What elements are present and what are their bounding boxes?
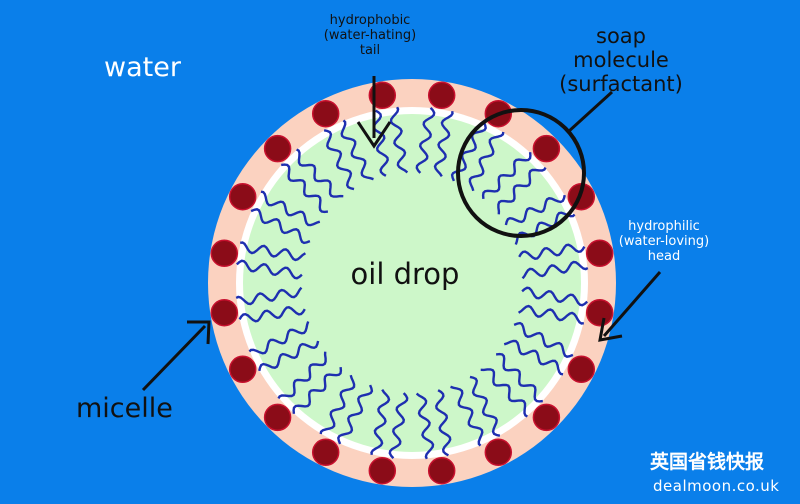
hydrophobic-tail bbox=[480, 368, 528, 418]
hydrophilic-head bbox=[567, 355, 596, 384]
hydrophobic-tail bbox=[319, 374, 356, 435]
water-label: water bbox=[104, 52, 181, 83]
micelle-arrow bbox=[141, 320, 211, 392]
hydrophilic-head bbox=[532, 134, 561, 163]
hydrophobic-tail bbox=[513, 321, 574, 358]
hydrophobic-tail bbox=[235, 286, 303, 306]
hydrophobic-tail bbox=[238, 306, 306, 323]
hydrophilic-head bbox=[311, 99, 340, 128]
hydrophilic-head bbox=[484, 438, 513, 467]
hydrophobic-tail bbox=[415, 106, 436, 174]
oil-drop-label: oil drop bbox=[350, 257, 460, 291]
hydrophobic-tail bbox=[450, 385, 484, 447]
hydrophobic-tail bbox=[389, 106, 409, 174]
soap-label-line-1: soap bbox=[596, 24, 646, 48]
hydrophobic-tail bbox=[296, 148, 344, 198]
hydrophilic-head-label: hydrophilic (water-loving) head bbox=[594, 219, 734, 265]
hydrophilic-head bbox=[427, 456, 456, 485]
hydrophilic-head bbox=[228, 355, 257, 384]
hydrophobic-tail bbox=[504, 194, 566, 226]
hydrophobic-tail bbox=[521, 286, 589, 307]
hydrophobic-label-line-2: (water-hating) bbox=[323, 27, 417, 43]
watermark-site: dealmoon.co.uk bbox=[653, 477, 780, 495]
hydrophobic-tail bbox=[433, 111, 454, 178]
hydrophobic-tail bbox=[240, 241, 307, 262]
hydrophilic-head bbox=[210, 239, 239, 268]
hydrophobic-tail bbox=[521, 260, 589, 280]
oil-drop-core bbox=[243, 114, 581, 452]
soap-label-line-3: (surfactant) bbox=[559, 72, 683, 97]
hydrophobic-tail bbox=[323, 129, 355, 191]
hydrophobic-tail bbox=[495, 352, 543, 403]
hydrophilic-head bbox=[228, 182, 257, 211]
hydrophobic-tail bbox=[481, 152, 532, 200]
hydrophobic-tail-label: hydrophobic (water-hating) tail bbox=[300, 13, 440, 59]
micelle-label: micelle bbox=[76, 393, 173, 424]
hydrophilic-head bbox=[210, 298, 239, 327]
hydrophobic-label-line-3: tail bbox=[359, 42, 381, 58]
hydrophobic-label-line-1: hydrophobic bbox=[329, 13, 411, 28]
hydrophobic-tail bbox=[281, 163, 329, 214]
hydrophobic-tail bbox=[388, 392, 409, 460]
hydrophilic-head bbox=[311, 438, 340, 467]
hydrophobic-arrow bbox=[356, 76, 392, 149]
hydrophobic-tail bbox=[370, 388, 391, 455]
hydrophobic-tail bbox=[235, 259, 303, 280]
hydrophobic-tail bbox=[340, 119, 374, 181]
hydrophilic-head bbox=[532, 403, 561, 432]
hydrophilic-label-line-1: hydrophilic bbox=[628, 219, 700, 234]
hydrophobic-tail bbox=[248, 321, 310, 355]
hydrophobic-tail bbox=[518, 243, 586, 260]
hydrophobic-tail bbox=[468, 131, 505, 192]
hydrophobic-tail bbox=[250, 208, 311, 245]
hydrophilic-head bbox=[585, 298, 614, 327]
hydrophobic-tail bbox=[415, 392, 435, 460]
soap-molecule-label: soap molecule (surfactant) bbox=[546, 24, 696, 96]
hydrophobic-tail bbox=[435, 389, 452, 457]
hydrophobic-tail bbox=[514, 211, 576, 245]
soap-pointer-line bbox=[566, 90, 614, 134]
soap-label-line-2: molecule bbox=[573, 48, 669, 73]
soap-molecules bbox=[210, 81, 614, 485]
hydrophilic-label-line-3: head bbox=[647, 248, 681, 264]
watermark-chinese: 英国省钱快报 bbox=[650, 451, 765, 473]
hydrophobic-tail bbox=[260, 190, 321, 227]
hydrophilic-label-line-2: (water-loving) bbox=[618, 233, 710, 249]
hydrophobic-tail bbox=[372, 109, 389, 177]
hydrophilic-head bbox=[427, 81, 456, 110]
hydrophobic-tail bbox=[503, 339, 564, 376]
hydrophilic-arrow bbox=[598, 271, 662, 342]
hydrophobic-tail bbox=[292, 366, 343, 414]
hydrophilic-head bbox=[368, 456, 397, 485]
hydrophilic-head bbox=[263, 134, 292, 163]
hydrophobic-tail bbox=[497, 167, 547, 215]
hydrophobic-tail bbox=[337, 384, 374, 445]
hydrophilic-head bbox=[263, 403, 292, 432]
hydrophobic-tail bbox=[277, 351, 327, 399]
hydrophobic-tail bbox=[517, 304, 584, 325]
hydrophilic-head bbox=[585, 239, 614, 268]
hydrophobic-tail bbox=[258, 340, 320, 372]
hydrophilic-head bbox=[368, 81, 397, 110]
hydrophobic-tail bbox=[469, 375, 501, 437]
soap-molecule-highlight-circle bbox=[456, 108, 586, 238]
